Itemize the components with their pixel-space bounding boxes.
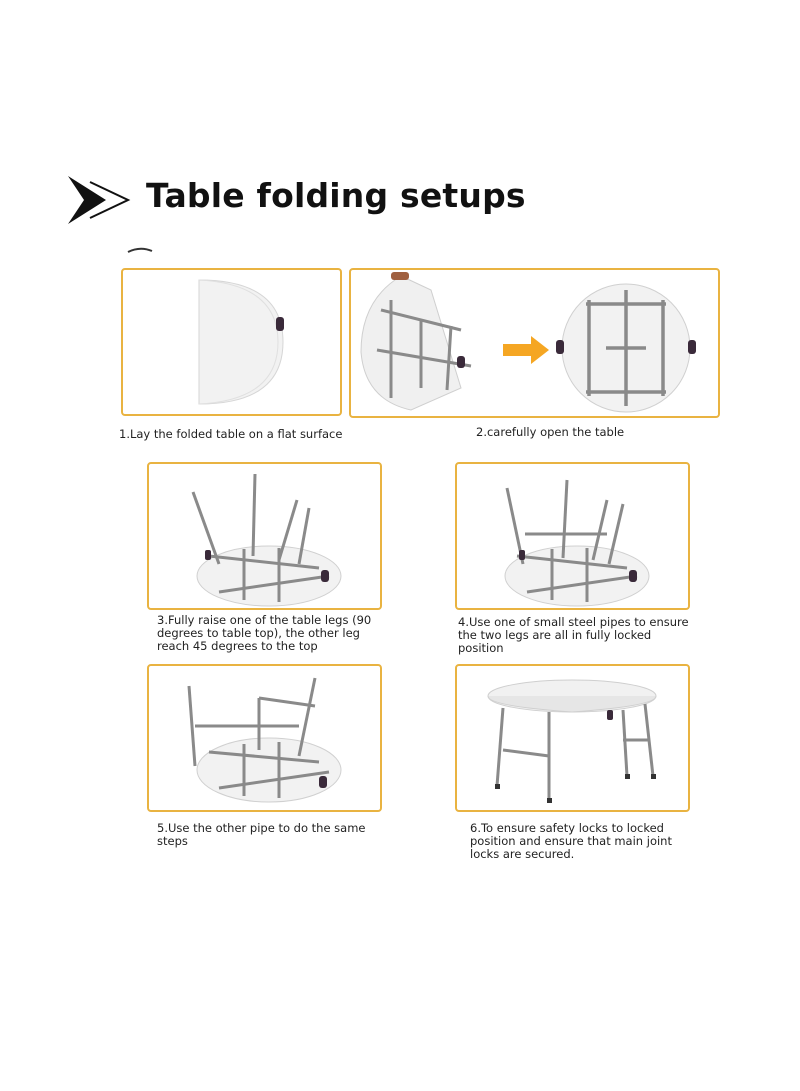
step-6-panel [455,664,690,812]
step-2-illustration [360,272,696,413]
step-3-illustration [191,473,342,607]
step-3-panel [147,462,382,610]
header-chevron [66,170,132,230]
step-5-panel [147,664,382,812]
step-3-caption: 3.Fully raise one of the table legs (90 … [157,613,372,653]
step-5-illustration [187,677,342,803]
handle-icon [276,317,284,331]
step-1-caption: 1.Lay the folded table on a flat surface [119,427,343,441]
decor-mark [127,247,153,253]
step-1-illustration [198,279,284,405]
step-2-caption: 2.carefully open the table [476,425,625,439]
orange-arrow-icon [503,336,549,364]
step-5-caption: 5.Use the other pipe to do the same step… [157,821,366,848]
chevron-arrow-icon [68,176,131,224]
step-6-illustration [487,679,657,803]
step-4-illustration [504,479,650,607]
step-1-panel [121,268,342,416]
step-2-panel [349,268,720,418]
step-4-caption: 4.Use one of small steel pipes to ensure… [458,615,689,655]
step-4-panel [455,462,690,610]
step-6-caption: 6.To ensure safety locks to locked posit… [470,821,672,861]
page-title: Table folding setups [146,176,526,215]
